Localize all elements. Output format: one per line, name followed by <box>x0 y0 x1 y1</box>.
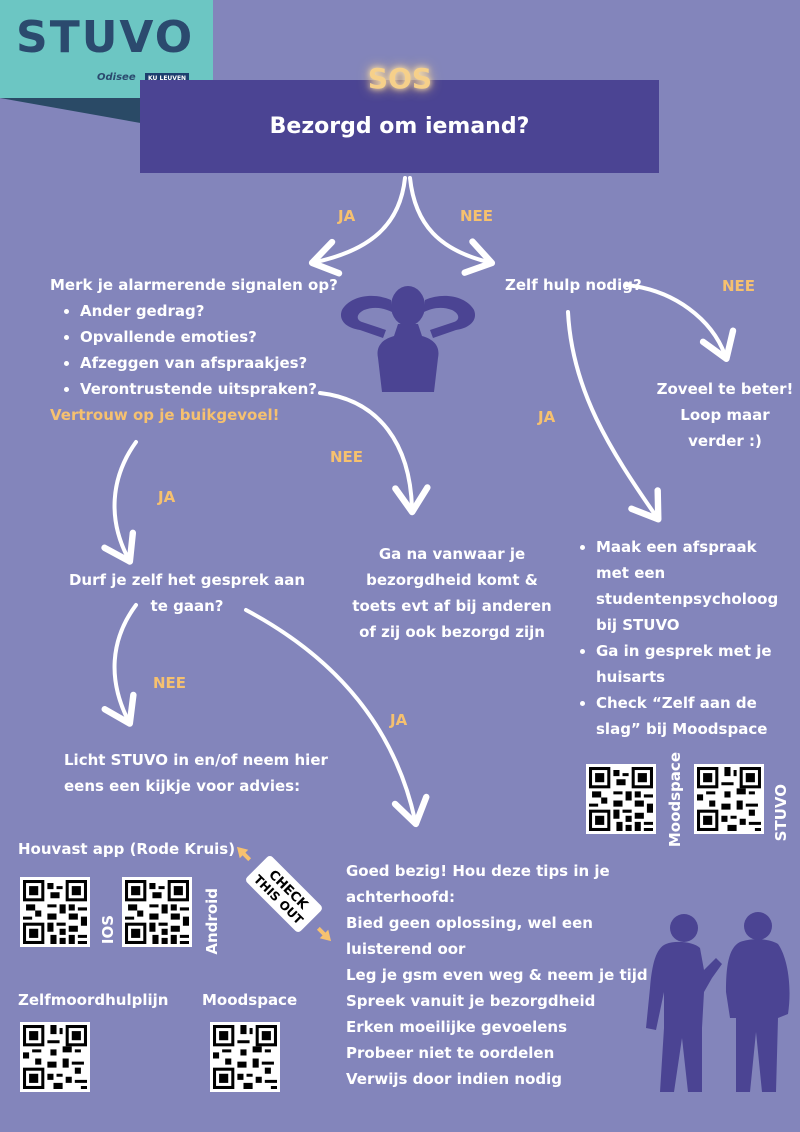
odisee-logo: Odisee <box>97 72 136 83</box>
self-help-nee-answer: Zoveel te beter! Loop maar verder :) <box>656 380 794 450</box>
qr-code-icon <box>23 1025 87 1089</box>
houvast-app-title: Houvast app (Rode Kruis) <box>18 840 236 858</box>
label-ja-top: JA <box>338 207 356 225</box>
check-this-out-sticker: CHECK THIS OUT <box>236 846 332 942</box>
qr-houvast-android[interactable] <box>122 877 192 947</box>
sos-title: SOS <box>367 62 433 95</box>
qr-stuvo[interactable] <box>694 764 764 834</box>
worried-person-illustration <box>340 286 476 392</box>
header-banner <box>140 80 659 173</box>
tips-block: Goed bezig! Hou deze tips in je achterho… <box>346 858 696 1092</box>
label-nee-left: NEE <box>153 674 187 692</box>
step-item: Ga in gesprek met je huisarts <box>596 638 790 690</box>
signal-item: Ander gedrag? <box>80 298 340 324</box>
label-ja-right: JA <box>538 408 556 426</box>
qr-label-stuvo: STUVO <box>772 784 790 842</box>
ios-label: IOS <box>99 915 117 945</box>
qr-label-moodspace: Moodspace <box>666 752 684 848</box>
label-nee-top: NEE <box>460 207 494 225</box>
tip-item: Verwijs door indien nodig <box>346 1070 562 1088</box>
qr-code-icon <box>589 767 653 831</box>
qr-moodspace[interactable] <box>210 1022 280 1092</box>
step-item: Check “Zelf aan de slag” bij Moodspace <box>596 690 790 742</box>
label-ja-middle: JA <box>390 711 408 729</box>
ku-leuven-logo: KU LEUVEN <box>145 73 190 84</box>
zelfmoordhulplijn-title: Zelfmoordhulplijn <box>18 991 169 1009</box>
moodspace-title: Moodspace <box>202 991 298 1009</box>
contact-stuvo-text: Licht STUVO in en/of neem hier eens een … <box>64 751 328 795</box>
alarm-signals-question: Merk je alarmerende signalen op? Ander g… <box>50 272 340 428</box>
check-worry-text: Ga na vanwaar je bezorgdheid komt & toet… <box>352 545 552 641</box>
gut-feeling-text: Vertrouw op je buikgevoel! <box>50 406 280 424</box>
tip-item: Leg je gsm even weg & neem je tijd <box>346 966 648 984</box>
tip-item: Spreek vanuit je bezorgdheid <box>346 992 596 1010</box>
label-nee-right: NEE <box>722 277 756 295</box>
qr-moodspace-right[interactable] <box>586 764 656 834</box>
qr-code-icon <box>125 880 189 944</box>
signal-item: Afzeggen van afspraakjes? <box>80 350 340 376</box>
tip-item: Probeer niet te oordelen <box>346 1044 555 1062</box>
label-ja-left: JA <box>158 488 176 506</box>
label-nee-middle: NEE <box>330 448 364 466</box>
tip-item: Bied geen oplossing, wel een luisterend … <box>346 914 593 958</box>
qr-code-icon <box>213 1025 277 1089</box>
qr-houvast-ios[interactable] <box>20 877 90 947</box>
stuvo-logo: STUVO <box>16 12 195 63</box>
dare-conversation-question: Durf je zelf het gesprek aan te gaan? <box>68 571 306 615</box>
signal-item: Verontrustende uitspraken? <box>80 376 340 402</box>
qr-code-icon <box>23 880 87 944</box>
qr-zelfmoordhulplijn[interactable] <box>20 1022 90 1092</box>
qr-code-icon <box>697 767 761 831</box>
signal-item: Opvallende emoties? <box>80 324 340 350</box>
tip-item: Erken moeilijke gevoelens <box>346 1018 568 1036</box>
tips-intro: Goed bezig! Hou deze tips in je achterho… <box>346 862 610 906</box>
android-label: Android <box>203 888 221 955</box>
step-item: Maak een afspraak met een studentenpsych… <box>596 534 790 638</box>
two-people-illustration <box>646 912 790 1092</box>
self-help-question: Zelf hulp nodig? <box>505 276 642 294</box>
main-question: Bezorgd om iemand? <box>269 114 530 139</box>
self-help-steps: Maak een afspraak met een studentenpsych… <box>568 534 790 742</box>
